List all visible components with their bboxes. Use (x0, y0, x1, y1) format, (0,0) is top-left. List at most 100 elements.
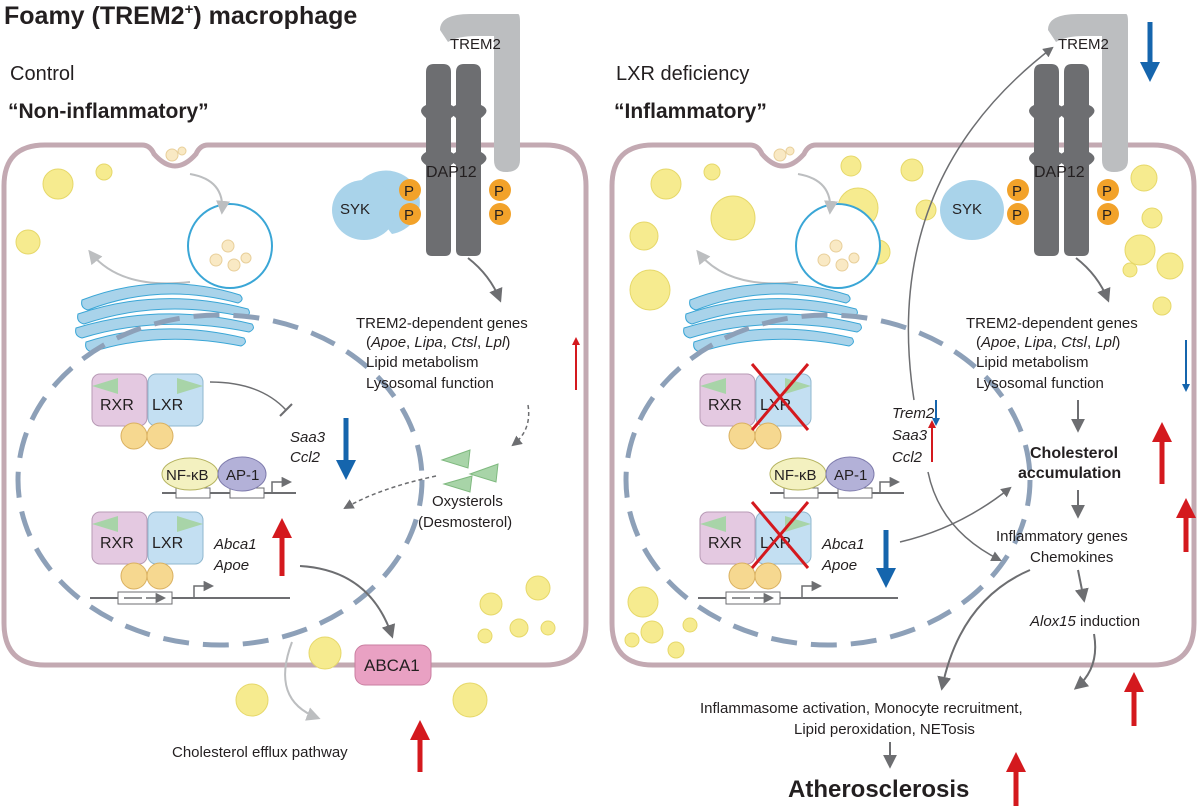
repression-line (209, 381, 287, 411)
svg-text:RXR: RXR (100, 535, 134, 552)
lipid-particle (773, 148, 787, 162)
svg-text:TREM2-dependent genes: TREM2-dependent genes (966, 315, 1138, 332)
svg-text:NF-κB: NF-κB (166, 467, 209, 484)
svg-text:P: P (404, 183, 414, 200)
lipid-transport-arrow (696, 249, 799, 285)
dap12-label: DAP12 (1034, 164, 1085, 181)
svg-text:RXR: RXR (100, 397, 134, 414)
nfkb-ap1-complex: NF-κB AP-1 (161, 456, 296, 499)
trem2-label: TREM2 (450, 36, 501, 53)
abca1-to-cholesterol-arrow (899, 486, 1012, 543)
trem2-genes-block: TREM2-dependent genes (Apoe, Lipa, Ctsl,… (356, 315, 528, 392)
svg-text:AP-1: AP-1 (226, 467, 259, 484)
ccl2-label: Ccl2 (892, 449, 923, 466)
svg-text:P: P (1102, 183, 1112, 200)
left-condition-label: Control (10, 63, 74, 85)
phosphate-groups: P P P P (399, 179, 511, 225)
lipid-particle (785, 146, 795, 156)
ccl2-label: Ccl2 (290, 449, 321, 466)
svg-text:RXR: RXR (708, 535, 742, 552)
outcome-line-2: Lipid peroxidation, NETosis (794, 721, 975, 738)
chemokines-label: Chemokines (1030, 549, 1113, 566)
right-condition-label: LXR deficiency (616, 63, 749, 85)
trem2-genes-block: TREM2-dependent genes (Apoe, Lipa, Ctsl,… (966, 315, 1138, 392)
svg-text:Lipid metabolism: Lipid metabolism (976, 354, 1089, 371)
svg-text:LXR: LXR (152, 397, 183, 414)
lipid-droplets (15, 163, 556, 718)
dap12-adaptor: DAP12 (1029, 64, 1095, 256)
nucleus-membrane (623, 312, 1033, 648)
right-panel-lxr-deficiency: LXR deficiency “Inflammatory” (609, 14, 1197, 806)
abca1-gene-label: Abca1 (821, 536, 865, 553)
trem2-expression-arrow (907, 46, 1054, 401)
left-panel-control: Control “Non-inflammatory” (1, 14, 589, 772)
oxysterol-ligand-arrow (343, 475, 437, 510)
signal-arrow (1075, 257, 1111, 303)
outcome-line-1: Inflammasome activation, Monocyte recrui… (700, 700, 1023, 717)
syk-label: SYK (340, 201, 370, 218)
rxr-lxr-lower: RXR LXR (90, 511, 290, 604)
signal-arrow (467, 257, 503, 303)
figure-title: Foamy (TREM2+) macrophage (4, 1, 357, 30)
apoe-gene-label: Apoe (213, 557, 249, 574)
saa3-label: Saa3 (892, 427, 928, 444)
svg-text:P: P (1102, 207, 1112, 224)
svg-text:Lipid metabolism: Lipid metabolism (366, 354, 479, 371)
lipid-transport-arrow (88, 249, 191, 285)
abca1-gene-label: Abca1 (213, 536, 257, 553)
trem2-receptor: TREM2 (1048, 14, 1128, 172)
syk-label: SYK (952, 201, 982, 218)
chemokine-arrow (937, 569, 1031, 691)
lxr-deletion-cross (750, 363, 810, 431)
lysosome-lipids (209, 239, 252, 272)
alox15-arrow (1073, 633, 1097, 690)
saa3-label: Saa3 (290, 429, 326, 446)
svg-text:P: P (404, 207, 414, 224)
svg-text:(Apoe, Lipa, Ctsl, Lpl): (Apoe, Lipa, Ctsl, Lpl) (366, 334, 510, 351)
apoe-gene-label: Apoe (821, 557, 857, 574)
svg-text:AP-1: AP-1 (834, 467, 867, 484)
repression-bar (279, 403, 293, 417)
svg-text:(Apoe, Lipa, Ctsl, Lpl): (Apoe, Lipa, Ctsl, Lpl) (976, 334, 1120, 351)
dap12-adaptor: DAP12 (421, 64, 487, 256)
trem2-label: TREM2 (1058, 36, 1109, 53)
phosphate-groups: P P P P (1007, 179, 1119, 225)
abca1-label: ABCA1 (364, 656, 420, 675)
desmosterol-label: (Desmosterol) (418, 514, 512, 531)
lipid-particle (177, 146, 187, 156)
efflux-pathway-label: Cholesterol efflux pathway (172, 744, 348, 761)
efflux-arrow (284, 641, 321, 721)
alox15-label: Alox15 induction (1029, 613, 1140, 630)
svg-text:RXR: RXR (708, 397, 742, 414)
dap12-label: DAP12 (426, 164, 477, 181)
nfkb-ap1-complex: NF-κB AP-1 (769, 456, 904, 499)
cholesterol-label: Cholesterol (1030, 445, 1118, 462)
flow-arrow (1074, 569, 1089, 603)
atherosclerosis-label: Atherosclerosis (788, 776, 969, 803)
nucleus-membrane (15, 312, 425, 648)
svg-text:NF-κB: NF-κB (774, 467, 817, 484)
right-state-label: “Inflammatory” (614, 100, 767, 123)
svg-text:LXR: LXR (152, 535, 183, 552)
svg-text:P: P (494, 207, 504, 224)
inflammatory-genes-label: Inflammatory genes (996, 528, 1128, 545)
svg-text:P: P (1012, 183, 1022, 200)
trem2-receptor: TREM2 (440, 14, 520, 172)
endocytosis-arrow (189, 173, 231, 215)
rxr-lxr-upper: RXR LXR (91, 373, 204, 450)
svg-text:Lysosomal function: Lysosomal function (366, 375, 494, 392)
syk-kinase: SYK (940, 180, 1004, 240)
trem2-gene-label: Trem2 (892, 405, 935, 422)
svg-text:Lysosomal function: Lysosomal function (976, 375, 1104, 392)
svg-text:P: P (1012, 207, 1022, 224)
lxr-deletion-cross (750, 501, 810, 569)
abca1-expression-arrow (299, 565, 396, 639)
abca1-transporter (354, 644, 432, 686)
oxysterols-icon (440, 449, 499, 493)
svg-text:P: P (494, 183, 504, 200)
endocytosis-arrow (797, 173, 839, 215)
left-state-label: “Non-inflammatory” (8, 100, 209, 123)
svg-text:TREM2-dependent genes: TREM2-dependent genes (356, 315, 528, 332)
oxysterol-production-arrow (511, 404, 530, 447)
